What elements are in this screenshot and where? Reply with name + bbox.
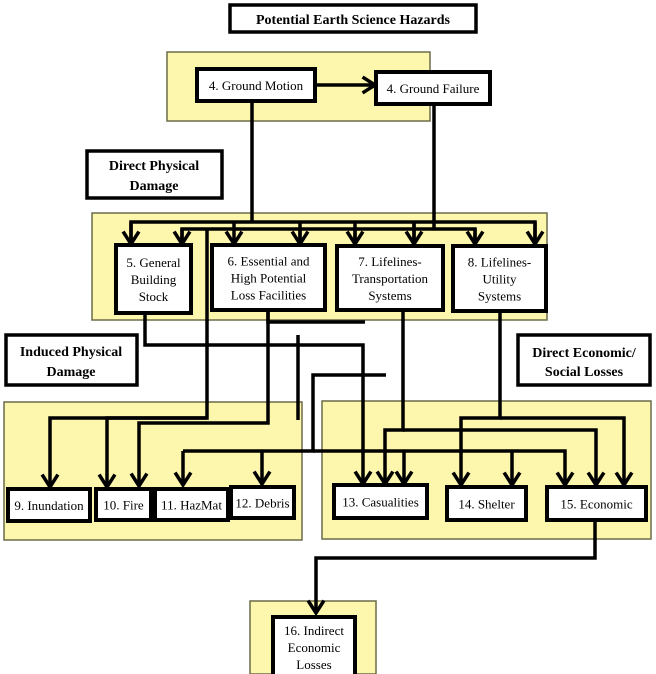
section-direct-physical-frame [85,149,224,200]
node-label-line: 12. Debris [235,496,289,511]
node-shelter: 14. Shelter [445,485,528,522]
title-text: Potential Earth Science Hazards [256,13,451,28]
connector-building-to-casualties [143,313,365,482]
node-frame [374,70,492,106]
connector-horizontal-economic [313,449,567,484]
node-label-line: Systems [368,288,411,303]
section-induced-physical-frame [4,333,139,387]
node-frame [153,487,230,522]
node-label-line: 13. Casualities [342,495,419,510]
node-inundation: 9. Inundation [6,487,92,523]
node-frame [451,244,548,313]
node-frame [6,487,92,523]
section-direct-economic: Direct Economic/ Social Losses [516,333,652,387]
node-ground-failure: 4. Ground Failure [374,70,492,106]
node-label-line: Utility [483,272,517,287]
node-economic: 15. Economic [545,485,648,522]
section-direct-economic-line2: Social Losses [545,365,624,380]
node-label-line: Systems [478,289,521,304]
node-frame [210,243,327,312]
section-induced-physical: Induced Physical Damage [4,333,139,387]
node-label-line: 9. Inundation [14,498,84,513]
node-frame [229,485,296,520]
section-direct-economic-line1: Direct Economic/ [532,346,637,361]
connector-economic-to-indirect [314,520,597,611]
node-label-line: Building [131,272,177,287]
connector-essential-to-fire [137,310,270,485]
node-frame [114,243,193,315]
title-frame [228,3,478,34]
node-frame [195,67,317,103]
node-debris: 12. Debris [229,485,296,520]
node-frame [94,487,153,522]
node-frame [271,615,357,674]
node-ground-motion: 4. Ground Motion [195,67,317,103]
node-label-line: 4. Ground Motion [209,78,304,93]
diagram-title: Potential Earth Science Hazards [228,3,478,34]
section-direct-physical-line2: Damage [130,179,179,194]
node-label-line: 7. Lifelines- [358,254,422,269]
section-induced-physical-line1: Induced Physical [20,345,122,360]
arrowhead-down-icon [129,472,149,490]
section-direct-physical: Direct Physical Damage [85,149,224,200]
node-label-line: Loss Facilities [231,288,306,303]
nodes: 4. Ground Motion 4. Ground Failure 5. Gene… [6,67,648,674]
section-direct-physical-line1: Direct Physical [109,159,199,174]
connector-transport-to-casualties [383,310,405,483]
connector-utility-to-economic [500,416,626,484]
section-induced-physical-line2: Damage [47,365,96,380]
node-label-line: High Potential [231,271,307,286]
connector-to-fire-a [105,416,207,486]
node-label-line: 11. HazMat [161,498,222,513]
connector-horizontal-hazmat [183,373,386,453]
section-direct-economic-frame [516,333,652,387]
connector-transport-to-economic [403,428,598,484]
node-frame [445,485,528,522]
arrowhead-down-icon [306,599,326,617]
node-fire: 10. Fire [94,487,153,522]
node-label-line: 16. Indirect [284,623,344,638]
node-label-line: Losses [296,657,331,672]
node-label-line: 10. Fire [103,498,144,513]
node-label-line: 14. Shelter [458,497,515,512]
node-hazmat: 11. HazMat [153,487,230,522]
node-casualties: 13. Casualities [332,483,429,520]
node-frame [335,244,445,312]
arrowhead-down-icon [252,470,272,488]
node-frame [545,485,648,522]
node-label-line: Stock [139,289,169,304]
node-label-line: 4. Ground Failure [387,81,480,96]
node-frame [332,483,429,520]
node-label-line: 15. Economic [560,497,632,512]
node-label-line: 8. Lifelines- [468,255,532,270]
node-label-line: 5. General [126,255,181,270]
node-label-line: Economic [288,640,341,655]
node-label-line: 6. Essential and [228,254,310,269]
node-label-line: Transportation [352,271,429,286]
arrowhead-down-icon [173,471,193,489]
